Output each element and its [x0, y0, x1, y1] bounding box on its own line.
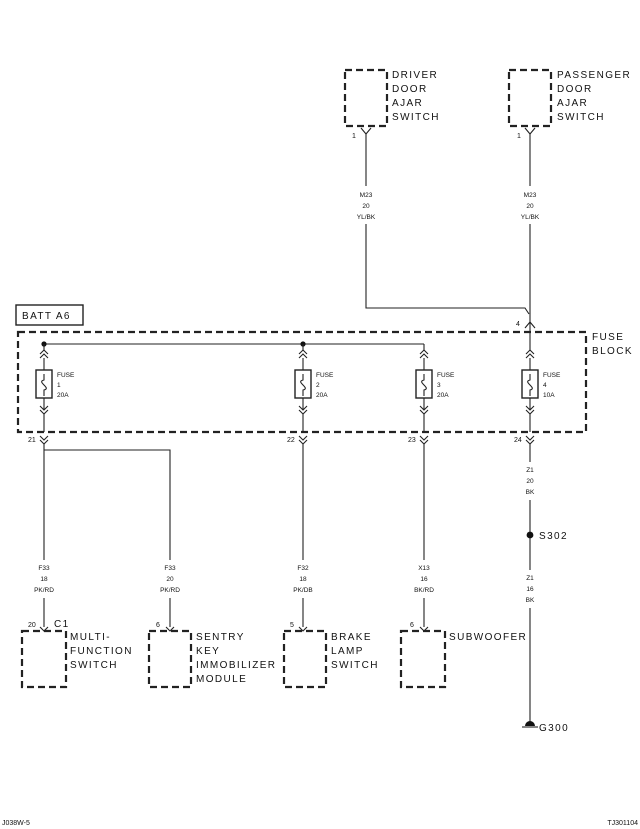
fuse-block-outputs: 21 22 23 24: [28, 435, 535, 445]
skim-pin-label: 6: [156, 622, 160, 629]
fuse-2-number: 2: [316, 382, 320, 389]
fuse-4-element-icon: [527, 374, 533, 396]
driver-pin-label: 1: [352, 133, 356, 140]
driver-switch-line4: SWITCH: [392, 112, 440, 123]
mfs-pin-label: 20: [28, 622, 36, 629]
passenger-switch-line2: DOOR: [557, 84, 593, 95]
wire-sub-gauge: 16: [420, 576, 428, 583]
fuse-4-number: 4: [543, 382, 547, 389]
wire-skim-color: PK/RD: [160, 587, 180, 594]
fuse-1-rating: 20A: [57, 392, 69, 399]
multifunction-switch: 20 C1 MULTI- FUNCTION SWITCH: [20, 619, 133, 689]
mfs-line3: SWITCH: [70, 660, 118, 671]
footer-left: J038W-5: [2, 820, 30, 827]
fuse-1-element-icon: [41, 374, 47, 396]
skim-line2: KEY: [196, 646, 220, 657]
wire-brake-color: PK/DB: [293, 587, 313, 594]
fb-out-24: 24: [514, 437, 522, 444]
fuse-3: FUSE 3 20A: [415, 344, 455, 432]
fuse-3-element-icon: [421, 374, 427, 396]
mfs-connector-label: C1: [54, 619, 70, 630]
fuse-2: FUSE 2 20A: [294, 344, 334, 432]
brake-lamp-switch: 5 BRAKE LAMP SWITCH: [282, 622, 379, 689]
subwoofer: 6 SUBWOOFER: [399, 622, 527, 689]
wire-mfs-color: PK/RD: [34, 587, 54, 594]
brake-line3: SWITCH: [331, 660, 379, 671]
fuse-3-number: 3: [437, 382, 441, 389]
splice-s302-icon: [526, 531, 534, 539]
sub-pin-label: 6: [410, 622, 414, 629]
passenger-switch-line1: PASSENGER: [557, 70, 631, 81]
wire-brake-code: F32: [297, 565, 309, 572]
fuse-2-name: FUSE: [316, 372, 334, 379]
wire-z1-lower-color: BK: [526, 597, 535, 604]
ground-g300: G300: [522, 721, 569, 734]
fuse-3-rating: 20A: [437, 392, 449, 399]
wire-brake-gauge: 18: [299, 576, 307, 583]
wire-z1-upper-code: Z1: [526, 467, 534, 474]
wire-z1-upper-color: BK: [526, 489, 535, 496]
wire-sub-color: BK/RD: [414, 587, 434, 594]
fuse-4: FUSE 4 10A: [521, 322, 561, 432]
skim-line3: IMMOBILIZER: [196, 660, 276, 671]
wire-z1-upper-gauge: 20: [526, 478, 534, 485]
passenger-switch-line4: SWITCH: [557, 112, 605, 123]
fuse-block: BATT A6 FUSE BLOCK 4: [15, 304, 636, 434]
fuse-block-line2: BLOCK: [592, 346, 633, 357]
skim-line1: SENTRY: [196, 632, 245, 643]
fuse-block-line1: FUSE: [592, 332, 624, 343]
brake-pin-label: 5: [290, 622, 294, 629]
brake-line2: LAMP: [331, 646, 364, 657]
fuse-4-name: FUSE: [543, 372, 561, 379]
fb-out-22: 22: [287, 437, 295, 444]
batt-label-box: [15, 304, 84, 326]
driver-switch-line1: DRIVER: [392, 70, 438, 81]
ground-icon: [525, 721, 535, 726]
fuse-2-element-icon: [300, 374, 306, 396]
splice-s302-label: S302: [539, 531, 568, 542]
wire-skim: [44, 449, 171, 627]
wire-z1-lower-code: Z1: [526, 575, 534, 582]
fuse-1-name: FUSE: [57, 372, 75, 379]
fb-input-pin-label: 4: [516, 321, 520, 328]
brake-line1: BRAKE: [331, 632, 372, 643]
sentry-key-immobilizer-module: 6 SENTRY KEY IMMOBILIZER MODULE: [147, 622, 276, 689]
fuse-1: FUSE 1 20A: [35, 344, 75, 432]
mfs-line2: FUNCTION: [70, 646, 133, 657]
skim-line4: MODULE: [196, 674, 247, 685]
fuse-3-name: FUSE: [437, 372, 455, 379]
wire-skim-code: F33: [164, 565, 176, 572]
passenger-switch-line3: AJAR: [557, 98, 588, 109]
driver-switch-line2: DOOR: [392, 84, 428, 95]
fuse-2-rating: 20A: [316, 392, 328, 399]
fuse-1-number: 1: [57, 382, 61, 389]
subwoofer-label: SUBWOOFER: [449, 632, 527, 643]
fb-out-23: 23: [408, 437, 416, 444]
wire-mfs-code: F33: [38, 565, 50, 572]
wire-z1-lower-gauge: 16: [526, 586, 534, 593]
wire-driver-gauge: 20: [362, 203, 370, 210]
driver-connector-icon: [360, 127, 372, 135]
passenger-connector-icon: [524, 127, 536, 135]
passenger-pin-label: 1: [517, 133, 521, 140]
passenger-door-ajar-switch: PASSENGER DOOR AJAR SWITCH 1: [507, 68, 631, 140]
wire-mfs-gauge: 18: [40, 576, 48, 583]
wire-passenger-code: M23: [524, 192, 537, 199]
driver-door-ajar-switch: DRIVER DOOR AJAR SWITCH 1: [343, 68, 440, 140]
fuse-4-rating: 10A: [543, 392, 555, 399]
mfs-line1: MULTI-: [70, 632, 111, 643]
ground-g300-label: G300: [539, 723, 569, 734]
batt-label: BATT A6: [22, 311, 71, 322]
wire-driver: [365, 134, 530, 315]
fb-out-21: 21: [28, 437, 36, 444]
wire-passenger-color: YL/BK: [521, 214, 540, 221]
wire-skim-gauge: 20: [166, 576, 174, 583]
footer-right: TJ301104: [607, 820, 638, 827]
wire-driver-code: M23: [360, 192, 373, 199]
wire-sub-code: X13: [418, 565, 430, 572]
wire-passenger-gauge: 20: [526, 203, 534, 210]
driver-switch-line3: AJAR: [392, 98, 423, 109]
wire-driver-color: YL/BK: [357, 214, 376, 221]
